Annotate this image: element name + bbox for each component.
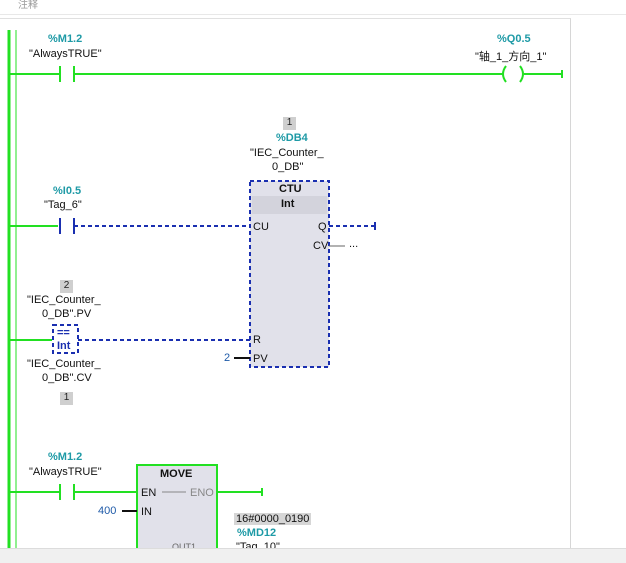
n1-contact-symbol[interactable]: "AlwaysTRUE" (29, 48, 102, 60)
compare-index-bottom: 1 (60, 392, 73, 405)
coil-right-arc (520, 66, 523, 82)
ctu-pin-cu: CU (253, 221, 269, 233)
network3-rung (10, 465, 262, 560)
move-in-value[interactable]: 400 (98, 505, 116, 517)
ctu-title: CTU (279, 183, 302, 195)
move-out-address[interactable]: %MD12 (237, 527, 276, 539)
n2-input-address[interactable]: %I0.5 (53, 185, 81, 197)
n2-instance-name-2[interactable]: 0_DB" (272, 161, 303, 173)
coil-left-arc (503, 66, 506, 82)
move-out-value: 16#0000_0190 (234, 513, 311, 525)
ctu-pv-value[interactable]: 2 (224, 352, 230, 364)
n3-contact-address[interactable]: %M1.2 (48, 451, 82, 463)
n1-coil-address[interactable]: %Q0.5 (497, 33, 531, 45)
ctu-cv-value[interactable]: ... (349, 238, 358, 250)
n2-instance-index: 1 (283, 117, 296, 130)
compare-type[interactable]: Int (57, 340, 70, 352)
n2-instance-name-1[interactable]: "IEC_Counter_ (250, 147, 324, 159)
compare-op2-line2[interactable]: 0_DB".CV (42, 372, 92, 384)
move-title: MOVE (160, 468, 192, 480)
move-pin-en: EN (141, 487, 156, 499)
compare-op1-line1[interactable]: "IEC_Counter_ (27, 294, 101, 306)
ctu-pin-pv: PV (253, 353, 268, 365)
compare-op2-line1[interactable]: "IEC_Counter_ (27, 358, 101, 370)
n1-contact-address[interactable]: %M1.2 (48, 33, 82, 45)
n2-instance-db[interactable]: %DB4 (276, 132, 308, 144)
n3-contact-symbol[interactable]: "AlwaysTRUE" (29, 466, 102, 478)
horizontal-scrollbar[interactable] (0, 548, 626, 563)
compare-index-top: 2 (60, 280, 73, 293)
move-pin-eno: ENO (190, 487, 214, 499)
compare-op1-line2[interactable]: 0_DB".PV (42, 308, 91, 320)
n2-input-symbol[interactable]: "Tag_6" (44, 199, 82, 211)
ctu-datatype[interactable]: Int (281, 198, 294, 210)
network1-rung (10, 66, 562, 82)
ctu-pin-q: Q (318, 221, 327, 233)
ctu-pin-cv: CV (313, 240, 328, 252)
move-pin-in: IN (141, 506, 152, 518)
compare-operator[interactable]: == (57, 327, 70, 339)
n1-coil-symbol[interactable]: "轴_1_方向_1" (475, 48, 546, 64)
ctu-pin-r: R (253, 334, 261, 346)
